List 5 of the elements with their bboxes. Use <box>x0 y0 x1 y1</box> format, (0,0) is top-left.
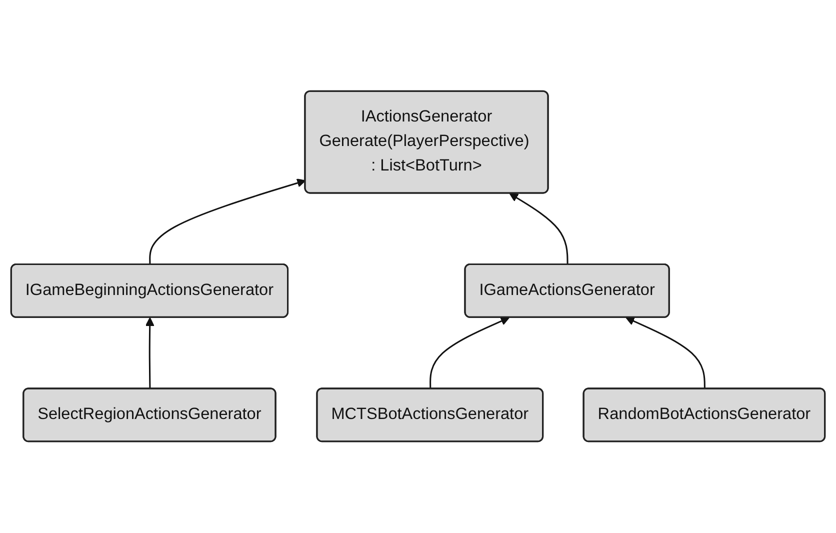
arrow <box>509 193 568 265</box>
arrow <box>145 318 154 390</box>
arrow <box>149 178 306 265</box>
arrow <box>430 317 510 390</box>
arrow <box>626 317 706 390</box>
